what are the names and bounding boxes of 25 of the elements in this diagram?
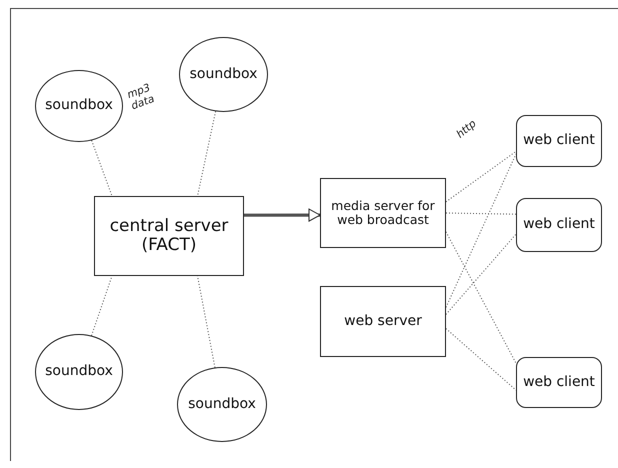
client-box bbox=[516, 198, 602, 252]
connection-line bbox=[197, 110, 216, 196]
node-label: soundbox bbox=[188, 396, 256, 412]
node-label: web client bbox=[523, 133, 595, 149]
connection-line bbox=[446, 231, 516, 364]
node-label: central server (FACT) bbox=[108, 217, 230, 255]
server-box bbox=[320, 178, 446, 248]
node-label: soundbox bbox=[45, 364, 113, 380]
arrow bbox=[244, 208, 320, 222]
node-label: media server for web broadcast bbox=[330, 199, 436, 227]
client-box bbox=[516, 115, 602, 167]
client-box bbox=[516, 357, 602, 408]
node-label: web client bbox=[523, 374, 595, 390]
connection-line bbox=[446, 150, 516, 202]
node-label: soundbox bbox=[190, 66, 258, 82]
connection-line bbox=[446, 154, 516, 308]
server-box bbox=[94, 196, 244, 276]
server-box bbox=[320, 286, 446, 357]
connection-line bbox=[197, 276, 216, 368]
connection-line bbox=[446, 212, 516, 215]
connection-line bbox=[446, 234, 516, 315]
node-label: soundbox bbox=[45, 98, 113, 114]
node-label: web client bbox=[523, 217, 595, 233]
connection-line bbox=[446, 328, 516, 391]
node-label: web server bbox=[344, 314, 422, 330]
